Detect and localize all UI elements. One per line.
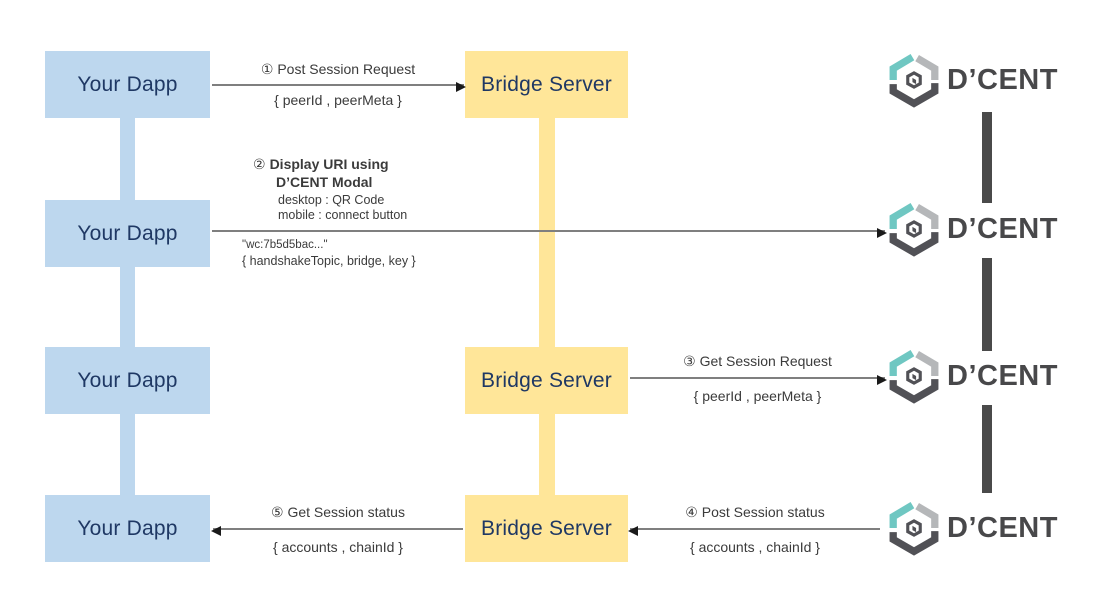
step2-detail-desktop: desktop : QR Code (278, 193, 385, 207)
your-dapp-label: Your Dapp (77, 72, 178, 96)
step2-number: ② (253, 156, 266, 172)
step3-payload: { peerId , peerMeta } (693, 388, 822, 404)
step2-uri: "wc:7b5d5bac..." (242, 239, 328, 251)
dcent-wordmark: D’CENT (947, 359, 1058, 392)
your-dapp-node: Your Dapp (45, 495, 210, 562)
dcent-cube-icon (889, 349, 939, 404)
step4-payload: { accounts , chainId } (690, 539, 820, 555)
arrowhead-right-icon (877, 228, 887, 238)
your-dapp-label: Your Dapp (77, 516, 178, 540)
arrow-get-session-request (630, 375, 887, 385)
bridge-server-node: Bridge Server (465, 495, 628, 562)
bridge-lifeline-segment (539, 414, 555, 495)
step3-title: ③ Get Session Request (683, 353, 832, 369)
dapp-lifeline-segment (120, 118, 135, 200)
dapp-lifeline-segment (120, 267, 135, 347)
arrow-get-session-status (211, 526, 463, 536)
your-dapp-node: Your Dapp (45, 347, 210, 414)
dcent-lifeline-segment (982, 258, 992, 351)
arrow-display-uri (212, 228, 887, 238)
dcent-wordmark: D’CENT (947, 511, 1058, 544)
step2-title-line2: D’CENT Modal (276, 174, 373, 190)
arrowhead-right-icon (877, 375, 887, 385)
your-dapp-node: Your Dapp (45, 200, 210, 267)
arrow-post-session-request (212, 82, 466, 92)
dcent-lifeline-segment (982, 112, 992, 203)
dcent-wordmark: D’CENT (947, 212, 1058, 245)
bridge-server-label: Bridge Server (481, 368, 612, 392)
bridge-lifeline-segment (539, 118, 555, 347)
step5-payload: { accounts , chainId } (273, 539, 403, 555)
dcent-logo: D’CENT (888, 348, 1058, 404)
arrowhead-right-icon (456, 82, 466, 92)
bridge-server-node: Bridge Server (465, 347, 628, 414)
dcent-wordmark: D’CENT (947, 63, 1058, 96)
arrowhead-left-icon (628, 526, 638, 536)
step5-title: ⑤ Get Session status (271, 504, 405, 520)
dcent-cube-icon (889, 202, 939, 257)
dapp-lifeline-segment (120, 414, 135, 495)
dcent-logo: D’CENT (888, 201, 1058, 257)
dcent-logo: D’CENT (888, 52, 1058, 108)
dcent-lifeline-segment (982, 405, 992, 493)
step1-title: ① Post Session Request (260, 61, 416, 77)
step2-payload-block: "wc:7b5d5bac..." { handshakeTopic, bridg… (242, 239, 416, 268)
bridge-server-label: Bridge Server (481, 516, 612, 540)
dcent-cube-icon (889, 501, 939, 556)
dcent-logo: D’CENT (888, 500, 1058, 556)
step1-payload: { peerId , peerMeta } (274, 92, 402, 108)
your-dapp-node: Your Dapp (45, 51, 210, 118)
arrowhead-left-icon (211, 526, 221, 536)
arrow-post-session-status (628, 526, 880, 536)
step2-payload: { handshakeTopic, bridge, key } (242, 254, 416, 268)
step2-detail-mobile: mobile : connect button (278, 208, 408, 222)
dcent-cube-icon (889, 53, 939, 108)
bridge-server-label: Bridge Server (481, 72, 612, 96)
your-dapp-label: Your Dapp (77, 221, 178, 245)
your-dapp-label: Your Dapp (77, 368, 178, 392)
step4-title: ④ Post Session status (685, 504, 825, 520)
bridge-server-node: Bridge Server (465, 51, 628, 118)
